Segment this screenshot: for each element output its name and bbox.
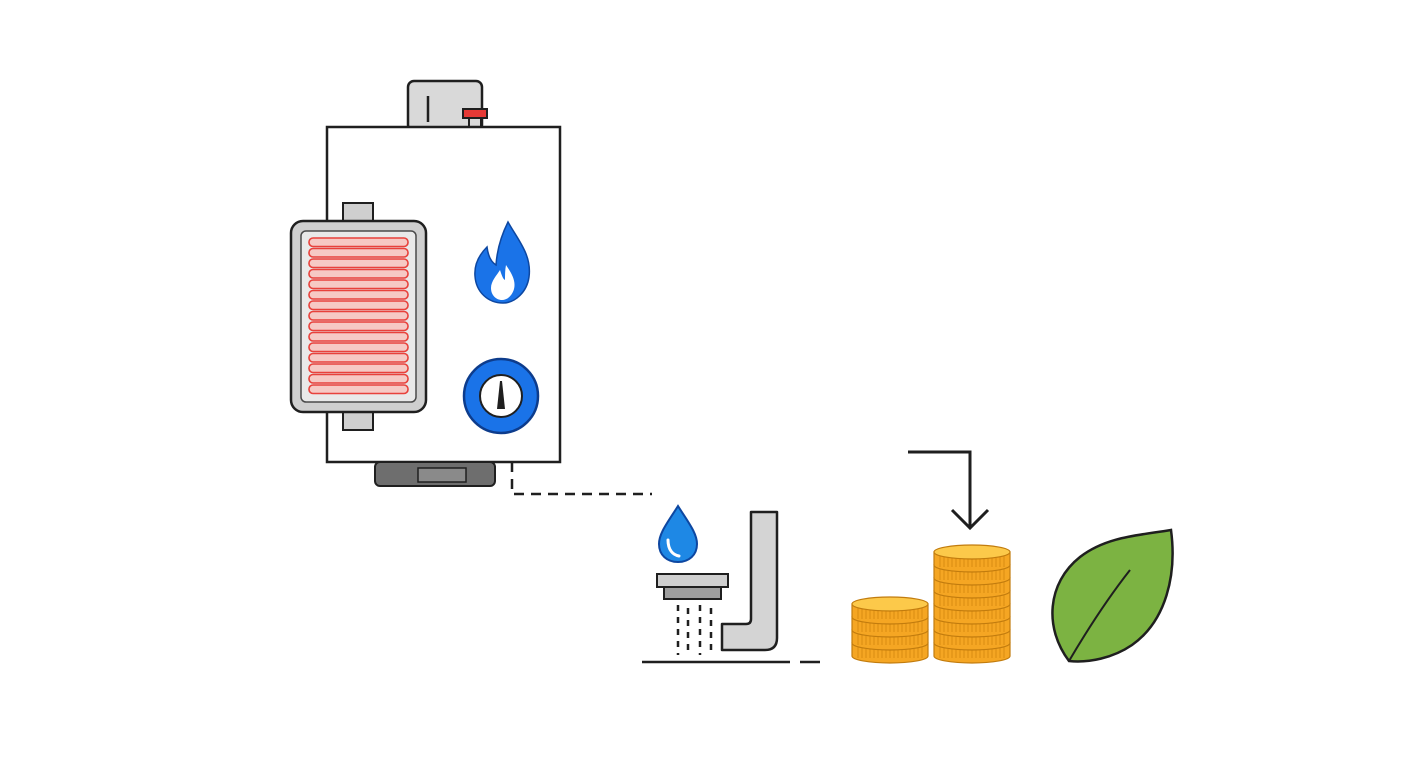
leaf-icon (1051, 528, 1174, 663)
coin-top (851, 596, 929, 612)
coin-top (933, 544, 1011, 560)
coin-stack-icon (851, 596, 929, 664)
water-drop-icon (657, 504, 699, 564)
coil-row (308, 342, 409, 353)
gauge-icon (462, 357, 540, 435)
coin-stack-icon (933, 544, 1011, 664)
coil-row (308, 237, 409, 248)
coil-row (308, 384, 409, 395)
down-arrow-icon (908, 450, 990, 531)
heat-exchanger-icon (289, 202, 428, 431)
coil-row (308, 268, 409, 279)
heating-coil (308, 237, 409, 395)
coil-row (308, 352, 409, 363)
status-light (462, 108, 488, 119)
flame-icon (474, 220, 531, 304)
coil-row (308, 300, 409, 311)
coil-row (308, 289, 409, 300)
coil-row (308, 258, 409, 269)
coil-row (308, 310, 409, 321)
coil-row (308, 363, 409, 374)
coil-row (308, 373, 409, 384)
drain-icon (642, 510, 820, 664)
coil-row (308, 331, 409, 342)
coil-row (308, 247, 409, 258)
condensate-line (510, 462, 652, 496)
coil-row (308, 279, 409, 290)
boiler-icon (289, 79, 562, 487)
flue-cap (406, 79, 484, 133)
coil-row (308, 321, 409, 332)
